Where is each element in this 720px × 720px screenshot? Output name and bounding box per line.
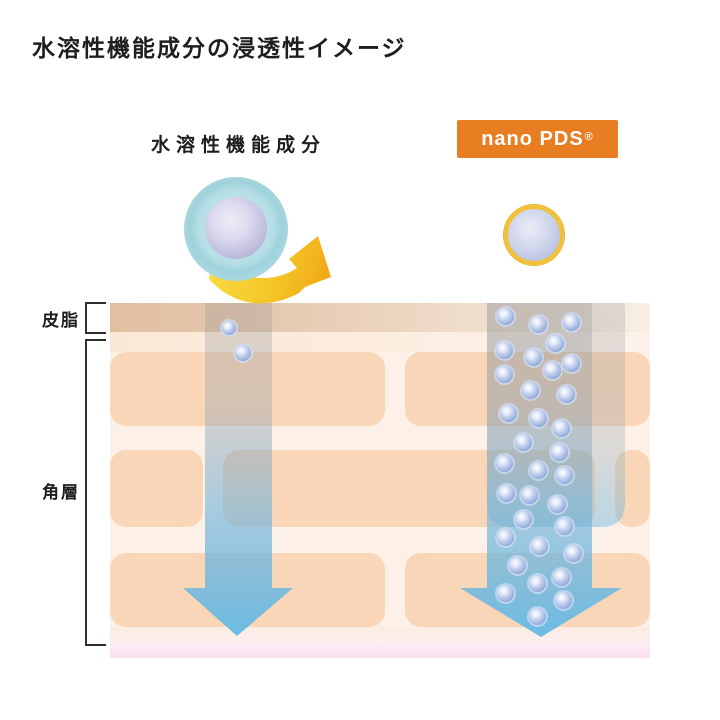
registered-mark: ® <box>584 131 594 143</box>
corneocyte-cell <box>405 352 650 426</box>
nano-pds-badge-text: nano PDS <box>481 127 584 150</box>
stratum-label: 角層 <box>42 483 80 502</box>
sebum-bracket <box>85 302 106 334</box>
corneocyte-cell <box>110 553 385 627</box>
nano-pds-molecule <box>504 205 564 265</box>
corneocyte-cell <box>405 553 650 627</box>
corneocyte-cell <box>110 450 203 527</box>
corneocyte-cell <box>223 450 595 527</box>
stratum-bracket <box>85 339 106 646</box>
corneocyte-cell <box>110 352 385 426</box>
skin-cross-section <box>110 303 650 658</box>
sebum-underlayer <box>110 332 650 352</box>
basal-strip <box>110 627 650 643</box>
page-title: 水溶性機能成分の浸透性イメージ <box>32 35 407 61</box>
nano-pds-badge: nano PDS® <box>457 120 618 158</box>
sebum-layer <box>110 303 650 332</box>
corneocyte-cell <box>615 450 650 527</box>
water-soluble-molecule <box>184 177 288 281</box>
water-soluble-molecule-core <box>205 197 267 259</box>
sebum-label: 皮脂 <box>42 311 80 330</box>
water-soluble-label: 水溶性機能成分 <box>151 135 327 156</box>
dermis-strip <box>110 643 650 658</box>
